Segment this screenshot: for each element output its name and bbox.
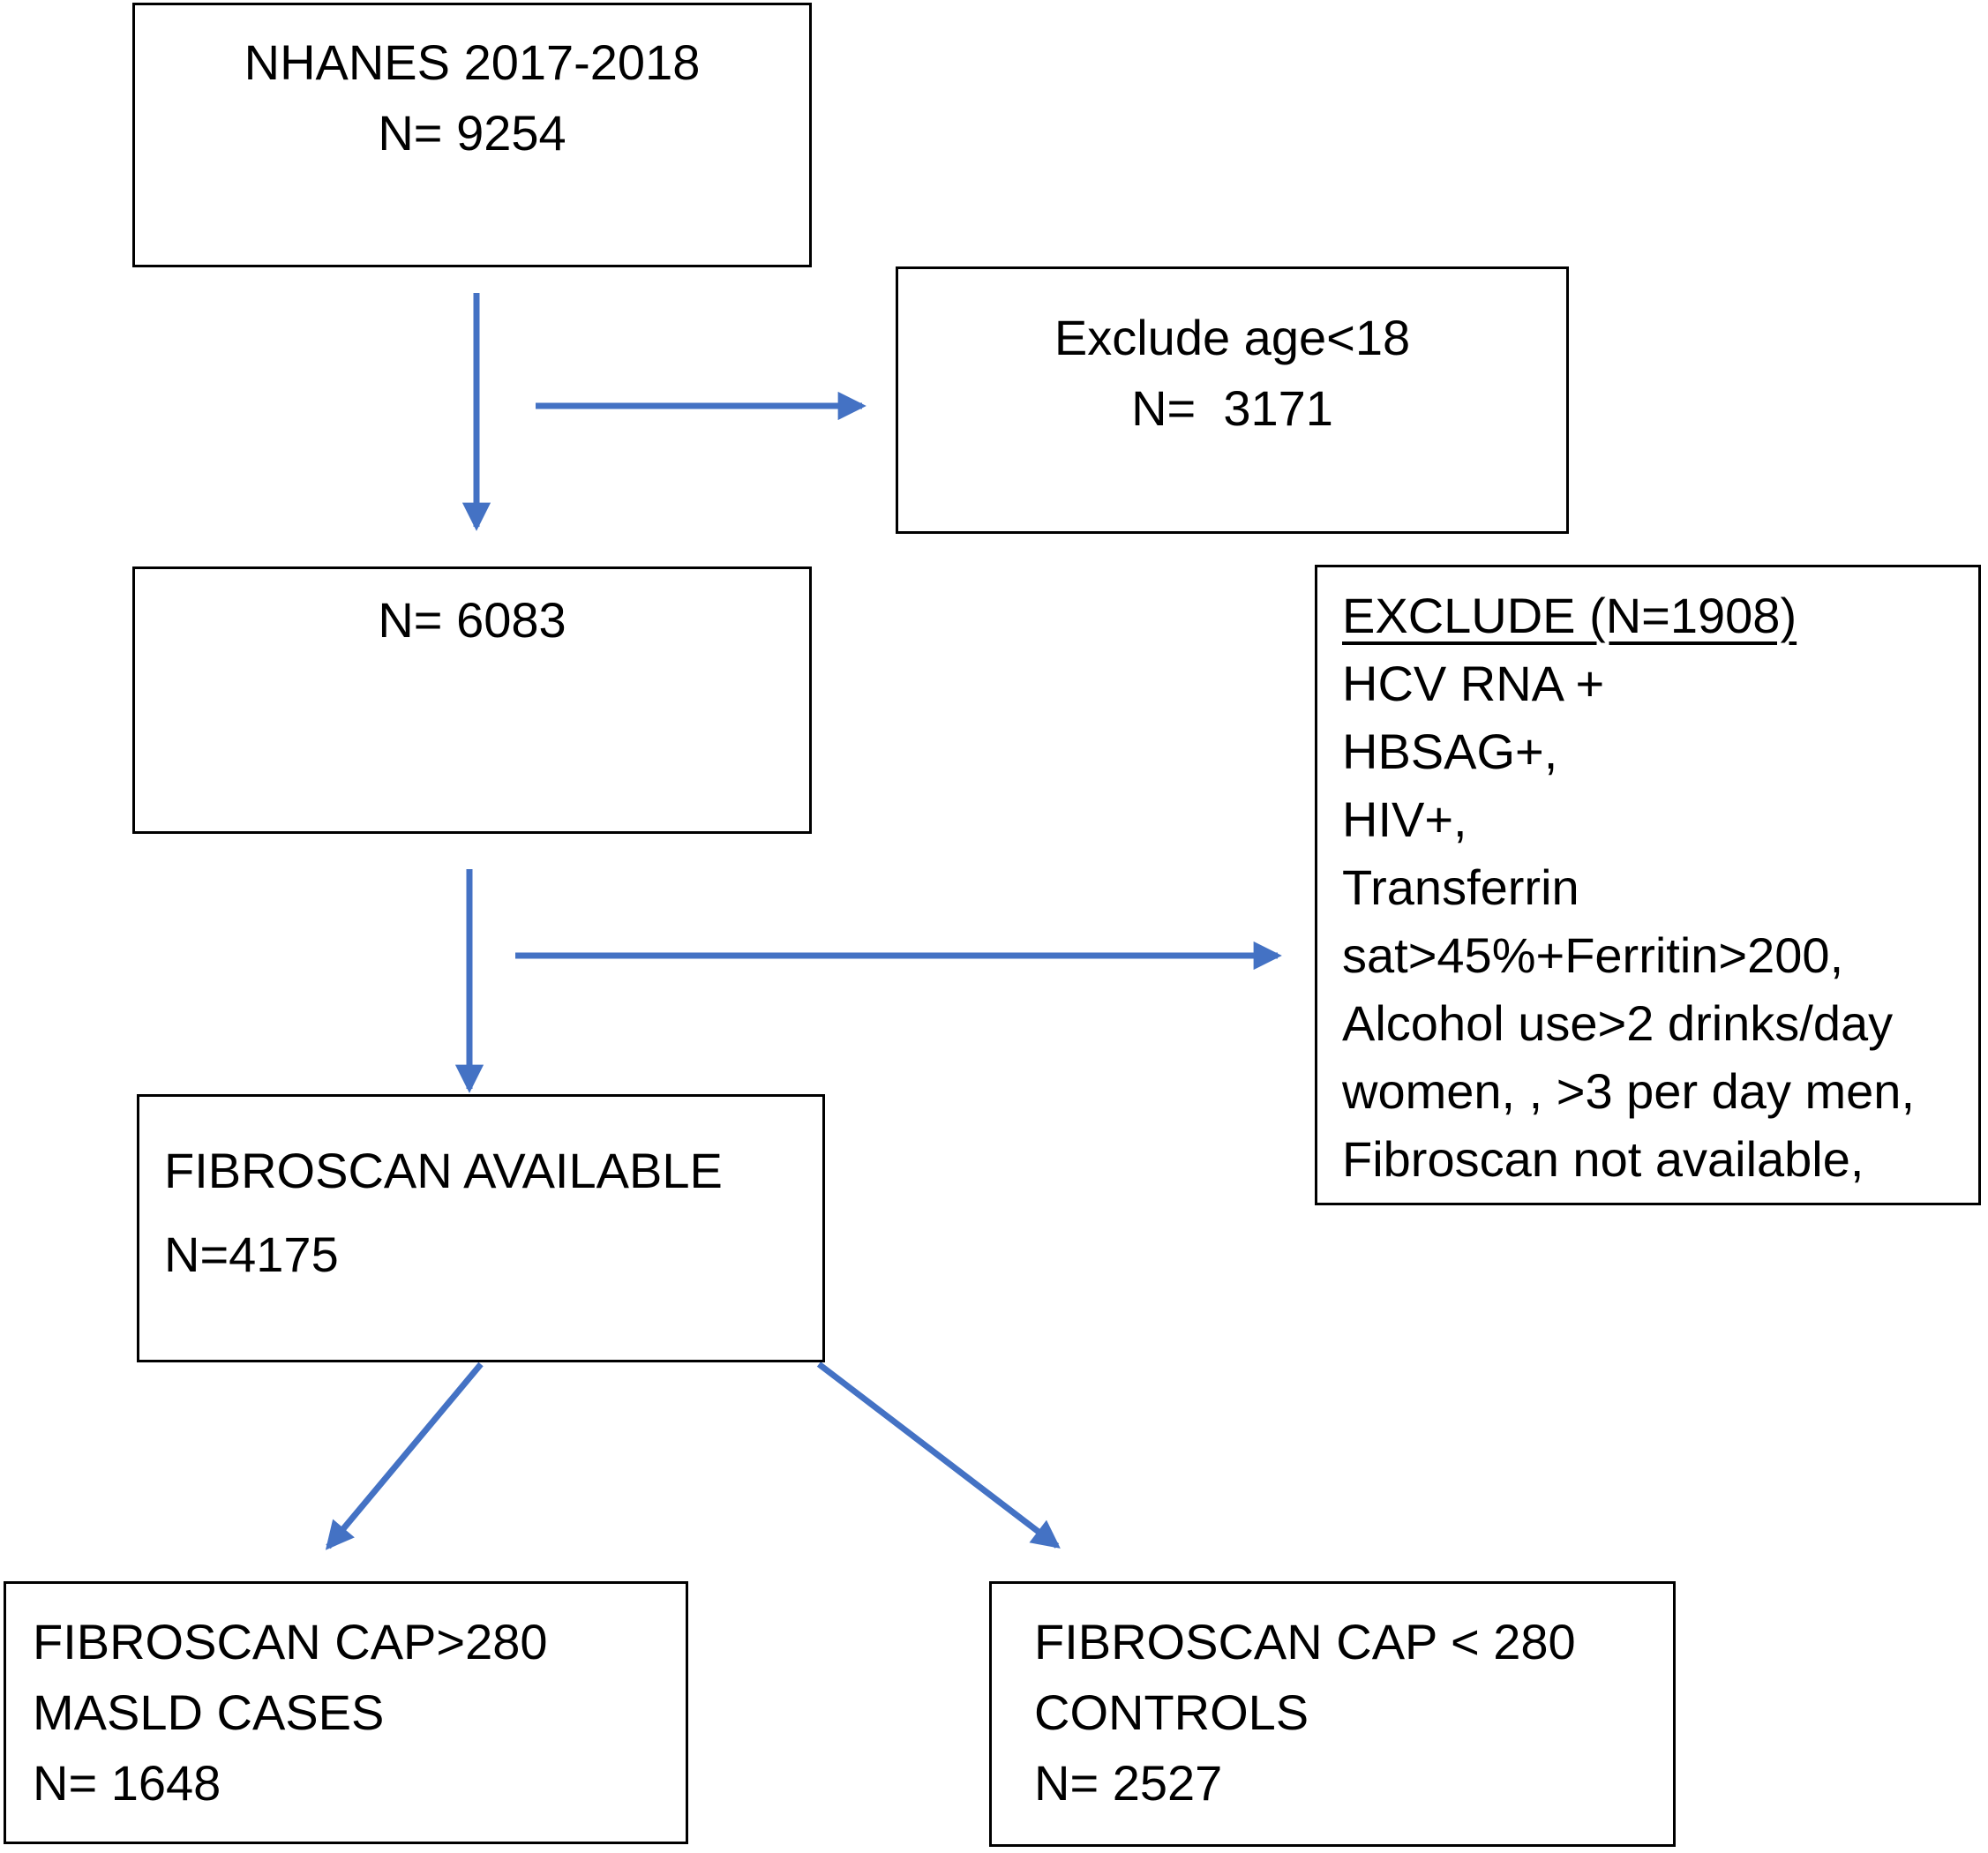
box-exclude-age: Exclude age<18 N= 3171 [896,266,1569,534]
exclude-age-label: Exclude age<18 [1054,310,1411,365]
controls-count: N= 2527 [1034,1755,1223,1811]
box-exclude-criteria: EXCLUDE (N=1908) HCV RNA + HBSAG+, HIV+, Tr… [1315,565,1981,1205]
fibroscan-available-count: N=4175 [164,1227,339,1282]
arrow-to-controls [816,1362,1061,1549]
fibroscan-available-label: FIBROSCAN AVAILABLE [164,1143,723,1198]
exclude-criteria-item: sat>45%+Ferritin>200, [1342,927,1844,983]
adults-remaining-count: N= 6083 [378,592,566,648]
controls-label: CONTROLS [1034,1684,1309,1740]
box-nhanes-total: NHANES 2017-2018 N= 9254 [132,3,812,267]
box-masld-cases: FIBROSCAN CAP>280 MASLD CASES N= 1648 [4,1581,688,1844]
masld-cap-label: FIBROSCAN CAP>280 [33,1614,548,1669]
arrow-to-masld-cases [325,1362,484,1550]
box-adults-remaining: N= 6083 [132,566,812,834]
exclude-criteria-title: EXCLUDE (N=1908) [1342,588,1797,643]
exclude-criteria-item: Alcohol use>2 drinks/day [1342,995,1894,1051]
exclude-age-count: N= 3171 [1131,380,1333,436]
exclude-criteria-item: women, , >3 per day men, [1342,1063,1916,1119]
masld-count: N= 1648 [33,1755,221,1811]
exclude-criteria-item: HIV+, [1342,791,1467,847]
exclude-criteria-item: HCV RNA + [1342,656,1605,711]
exclude-criteria-item: HBSAG+, [1342,724,1558,779]
box-fibroscan-available: FIBROSCAN AVAILABLE N=4175 [137,1094,825,1362]
nhanes-count: N= 9254 [378,105,566,161]
exclude-criteria-item: Fibroscan not available, [1342,1131,1864,1187]
box-controls: FIBROSCAN CAP < 280 CONTROLS N= 2527 [989,1581,1676,1847]
nhanes-title: NHANES 2017-2018 [244,34,701,90]
controls-cap-label: FIBROSCAN CAP < 280 [1034,1614,1576,1669]
masld-cases-label: MASLD CASES [33,1684,385,1740]
exclude-criteria-list: HCV RNA + HBSAG+, HIV+, Transferrin sat>45%+… [1342,649,1961,1193]
exclude-criteria-item: Transferrin [1342,859,1579,915]
